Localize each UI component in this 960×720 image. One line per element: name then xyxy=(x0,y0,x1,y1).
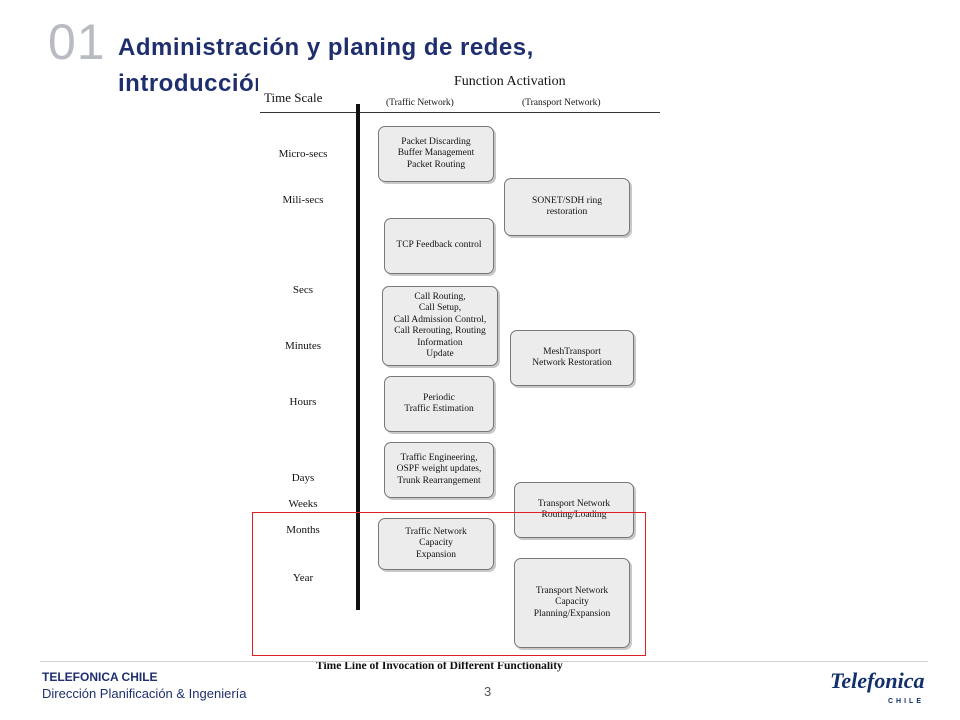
box-transport-capacity-planning: Transport Network Capacity Planning/Expa… xyxy=(514,558,630,648)
box-line: Information xyxy=(417,337,463,348)
box-line: Trunk Rearrangement xyxy=(397,475,481,486)
footer-divider xyxy=(40,661,928,662)
box-line: Capacity xyxy=(555,597,589,608)
function-activation-diagram: Function Activation Time Scale (Traffic … xyxy=(258,68,660,680)
box-line: Network Restoration xyxy=(532,358,612,368)
box-line: Call Admission Control, xyxy=(393,314,487,325)
time-label-hours: Hours xyxy=(289,396,317,408)
highlight-rectangle xyxy=(252,512,646,656)
box-line: Packet Routing xyxy=(406,159,466,170)
box-line: Call Routing, xyxy=(414,291,466,302)
box-line: Transport Network xyxy=(537,498,611,509)
box-line: OSPF weight updates, xyxy=(396,464,482,475)
box-call-routing: Call Routing, Call Setup, Call Admission… xyxy=(382,286,498,366)
transport-network-column-label: (Transport Network) xyxy=(522,98,601,108)
box-traffic-engineering: Traffic Engineering, OSPF weight updates… xyxy=(384,442,494,498)
header-rule xyxy=(260,112,660,113)
footer-company: TELEFONICA CHILE xyxy=(42,670,158,684)
slide-title-line1: Administración y planing de redes, xyxy=(118,34,534,61)
box-line: restoration xyxy=(546,207,588,217)
box-packet-handling: Packet Discarding Buffer Management Pack… xyxy=(378,126,494,182)
box-line: Capacity xyxy=(419,538,453,549)
telefonica-logo: Telefonica CHILE xyxy=(830,664,930,712)
slide-title: Administración y planing de redes, intro… xyxy=(118,30,678,102)
box-sonet-sdh-restoration: SONET/SDH ring restoration xyxy=(504,178,630,236)
box-line: SONET/SDH ring xyxy=(532,195,602,206)
diagram-caption: Time Line of Invocation of Different Fun… xyxy=(316,660,563,672)
box-line: Expansion xyxy=(415,549,457,560)
slide-title-line2: introducción xyxy=(118,70,270,97)
box-line: TCP Feedback control xyxy=(396,240,482,251)
time-label-milisecs: Mili-secs xyxy=(282,194,324,206)
logo-subtitle: CHILE xyxy=(888,698,924,705)
box-line: Call Setup, xyxy=(418,303,462,313)
box-mesh-transport-restoration: MeshTransport Network Restoration xyxy=(510,330,634,386)
time-label-days: Days xyxy=(291,472,315,484)
box-tcp-feedback: TCP Feedback control xyxy=(384,218,494,274)
box-line: Routing/Loading xyxy=(541,510,607,520)
time-axis xyxy=(356,104,360,610)
box-line: Traffic Network xyxy=(405,526,467,537)
box-periodic-traffic-estimation: Periodic Traffic Estimation xyxy=(384,376,494,432)
page-number: 3 xyxy=(484,684,492,699)
box-line: Traffic Engineering, xyxy=(400,452,478,463)
traffic-network-column-label: (Traffic Network) xyxy=(386,98,454,108)
box-line: Traffic Estimation xyxy=(404,404,474,414)
time-label-weeks: Weeks xyxy=(288,498,318,510)
time-scale-label: Time Scale xyxy=(264,90,323,105)
footer-department: Dirección Planificación & Ingeniería xyxy=(42,686,247,701)
time-label-secs: Secs xyxy=(292,284,314,296)
time-label-months: Months xyxy=(286,524,320,536)
diagram-heading: Function Activation xyxy=(454,74,566,89)
box-line: MeshTransport xyxy=(543,346,601,357)
box-line: Periodic xyxy=(423,392,455,403)
box-traffic-network-capacity: Traffic Network Capacity Expansion xyxy=(378,518,494,570)
box-line: Planning/Expansion xyxy=(533,608,611,619)
box-line: Call Rerouting, Routing xyxy=(394,326,486,336)
box-line: Buffer Management xyxy=(397,148,475,159)
slide-number: 01 xyxy=(48,14,106,70)
time-label-year: Year xyxy=(292,572,314,584)
time-label-microsecs: Micro-secs xyxy=(278,148,328,160)
box-line: Packet Discarding xyxy=(401,136,471,147)
box-line: Update xyxy=(426,349,454,359)
box-line: Transport Network xyxy=(535,585,609,596)
time-label-minutes: Minutes xyxy=(284,340,322,352)
logo-wordmark: Telefonica xyxy=(830,668,925,693)
box-transport-routing-loading: Transport Network Routing/Loading xyxy=(514,482,634,538)
